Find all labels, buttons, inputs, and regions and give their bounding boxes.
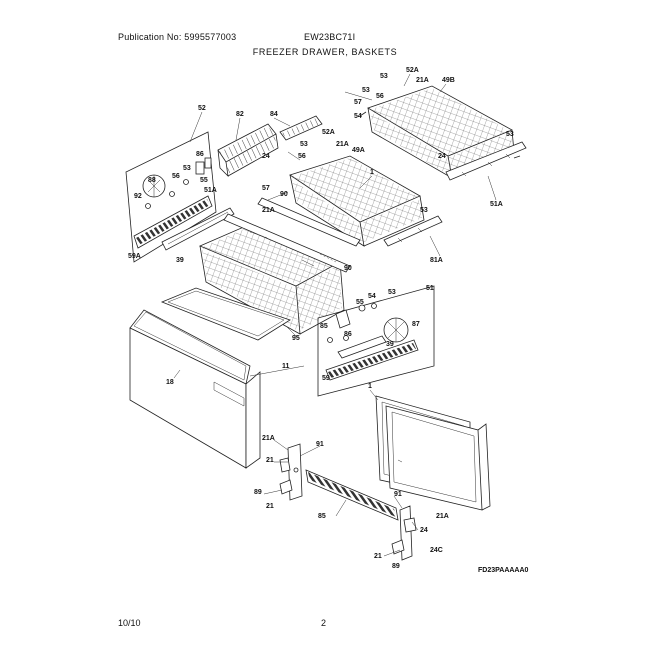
bracket-left: [279, 443, 303, 501]
callout-59: 59: [322, 375, 330, 382]
callout-21: 21: [266, 457, 274, 464]
callout-81A: 81A: [430, 257, 443, 264]
callout-51: 51: [426, 285, 434, 292]
drawer-front: [129, 309, 261, 469]
diagram-code: FD23PAAAAA0: [478, 567, 529, 574]
callout-91: 91: [394, 491, 402, 498]
callout-24: 24: [420, 527, 428, 534]
upper-rail-right: [445, 141, 527, 181]
callout-89: 89: [392, 563, 400, 570]
bracket-right: [391, 505, 417, 561]
callout-21A: 21A: [436, 513, 449, 520]
callout-21: 21: [374, 553, 382, 560]
slide-rail: [305, 469, 399, 521]
door-gasket: [375, 395, 491, 511]
callout-11: 11: [282, 363, 290, 370]
callout-87: 87: [412, 321, 420, 328]
callout-39: 39: [386, 341, 394, 348]
page-title: FREEZER DRAWER, BASKETS: [252, 47, 398, 57]
callout-53: 53: [183, 165, 191, 172]
callout-59A: 59A: [128, 253, 141, 260]
callout-55: 55: [200, 177, 208, 184]
callout-53: 53: [380, 73, 388, 80]
model-number: EW23BC71I: [304, 32, 356, 42]
callout-39: 39: [176, 257, 184, 264]
footer-date: 10/10: [118, 618, 141, 628]
callout-90: 90: [280, 191, 288, 198]
upper-basket: [359, 85, 521, 179]
callout-49A: 49A: [352, 147, 365, 154]
callout-52: 52: [198, 105, 206, 112]
callout-89: 89: [254, 489, 262, 496]
callout-52A: 52A: [322, 129, 335, 136]
callout-52A: 52A: [406, 67, 419, 74]
callout-21A: 21A: [262, 207, 275, 214]
callout-57: 57: [262, 185, 270, 192]
grille-84: [279, 115, 323, 141]
callout-54: 54: [354, 113, 362, 120]
callout-85: 85: [318, 513, 326, 520]
middle-basket: [289, 155, 425, 247]
callout-56: 56: [376, 93, 384, 100]
callout-24: 24: [438, 153, 446, 160]
callout-91: 91: [316, 441, 324, 448]
callout-53: 53: [420, 207, 428, 214]
inset-box-left: [125, 131, 217, 263]
callout-57: 57: [354, 99, 362, 106]
callout-54: 54: [368, 293, 376, 300]
middle-rails: [257, 197, 443, 247]
callout-86: 86: [196, 151, 204, 158]
callout-51A: 51A: [204, 187, 217, 194]
callout-84: 84: [270, 111, 278, 118]
callout-21A: 21A: [336, 141, 349, 148]
footer-page-number: 2: [321, 618, 327, 628]
drawer-pan: [160, 287, 291, 341]
callout-92: 92: [134, 193, 142, 200]
callout-85: 85: [320, 323, 328, 330]
callout-49B: 49B: [442, 77, 455, 84]
inset-box-right: [317, 285, 435, 397]
callout-24: 24: [262, 153, 270, 160]
callout-53: 53: [388, 289, 396, 296]
lower-rail: [223, 213, 351, 273]
leader-lines: [173, 73, 497, 557]
callout-21: 21: [266, 503, 274, 510]
callout-53: 53: [362, 87, 370, 94]
callout-1: 1: [370, 169, 374, 176]
callout-88: 88: [148, 177, 156, 184]
publication-number: Publication No: 5995577003: [118, 32, 237, 42]
callout-86: 86: [344, 331, 352, 338]
grille-82: [217, 123, 279, 178]
callout-82: 82: [236, 111, 244, 118]
callout-56: 56: [298, 153, 306, 160]
callout-18: 18: [166, 379, 174, 386]
callout-24C: 24C: [430, 547, 443, 554]
callout-21A: 21A: [262, 435, 275, 442]
callout-55: 55: [356, 299, 364, 306]
callout-95: 95: [292, 335, 300, 342]
callout-56: 56: [172, 173, 180, 180]
callout-53: 53: [300, 141, 308, 148]
callout-labels: 52 82 84 86 53 56 88 55 51A 92 39 59A 24…: [128, 67, 529, 574]
callout-1: 1: [368, 383, 372, 390]
left-rail-lower: [161, 207, 235, 251]
callout-90: 90: [344, 265, 352, 272]
callout-51A: 51A: [490, 201, 503, 208]
callout-21A: 21A: [416, 77, 429, 84]
callout-53: 53: [506, 131, 514, 138]
